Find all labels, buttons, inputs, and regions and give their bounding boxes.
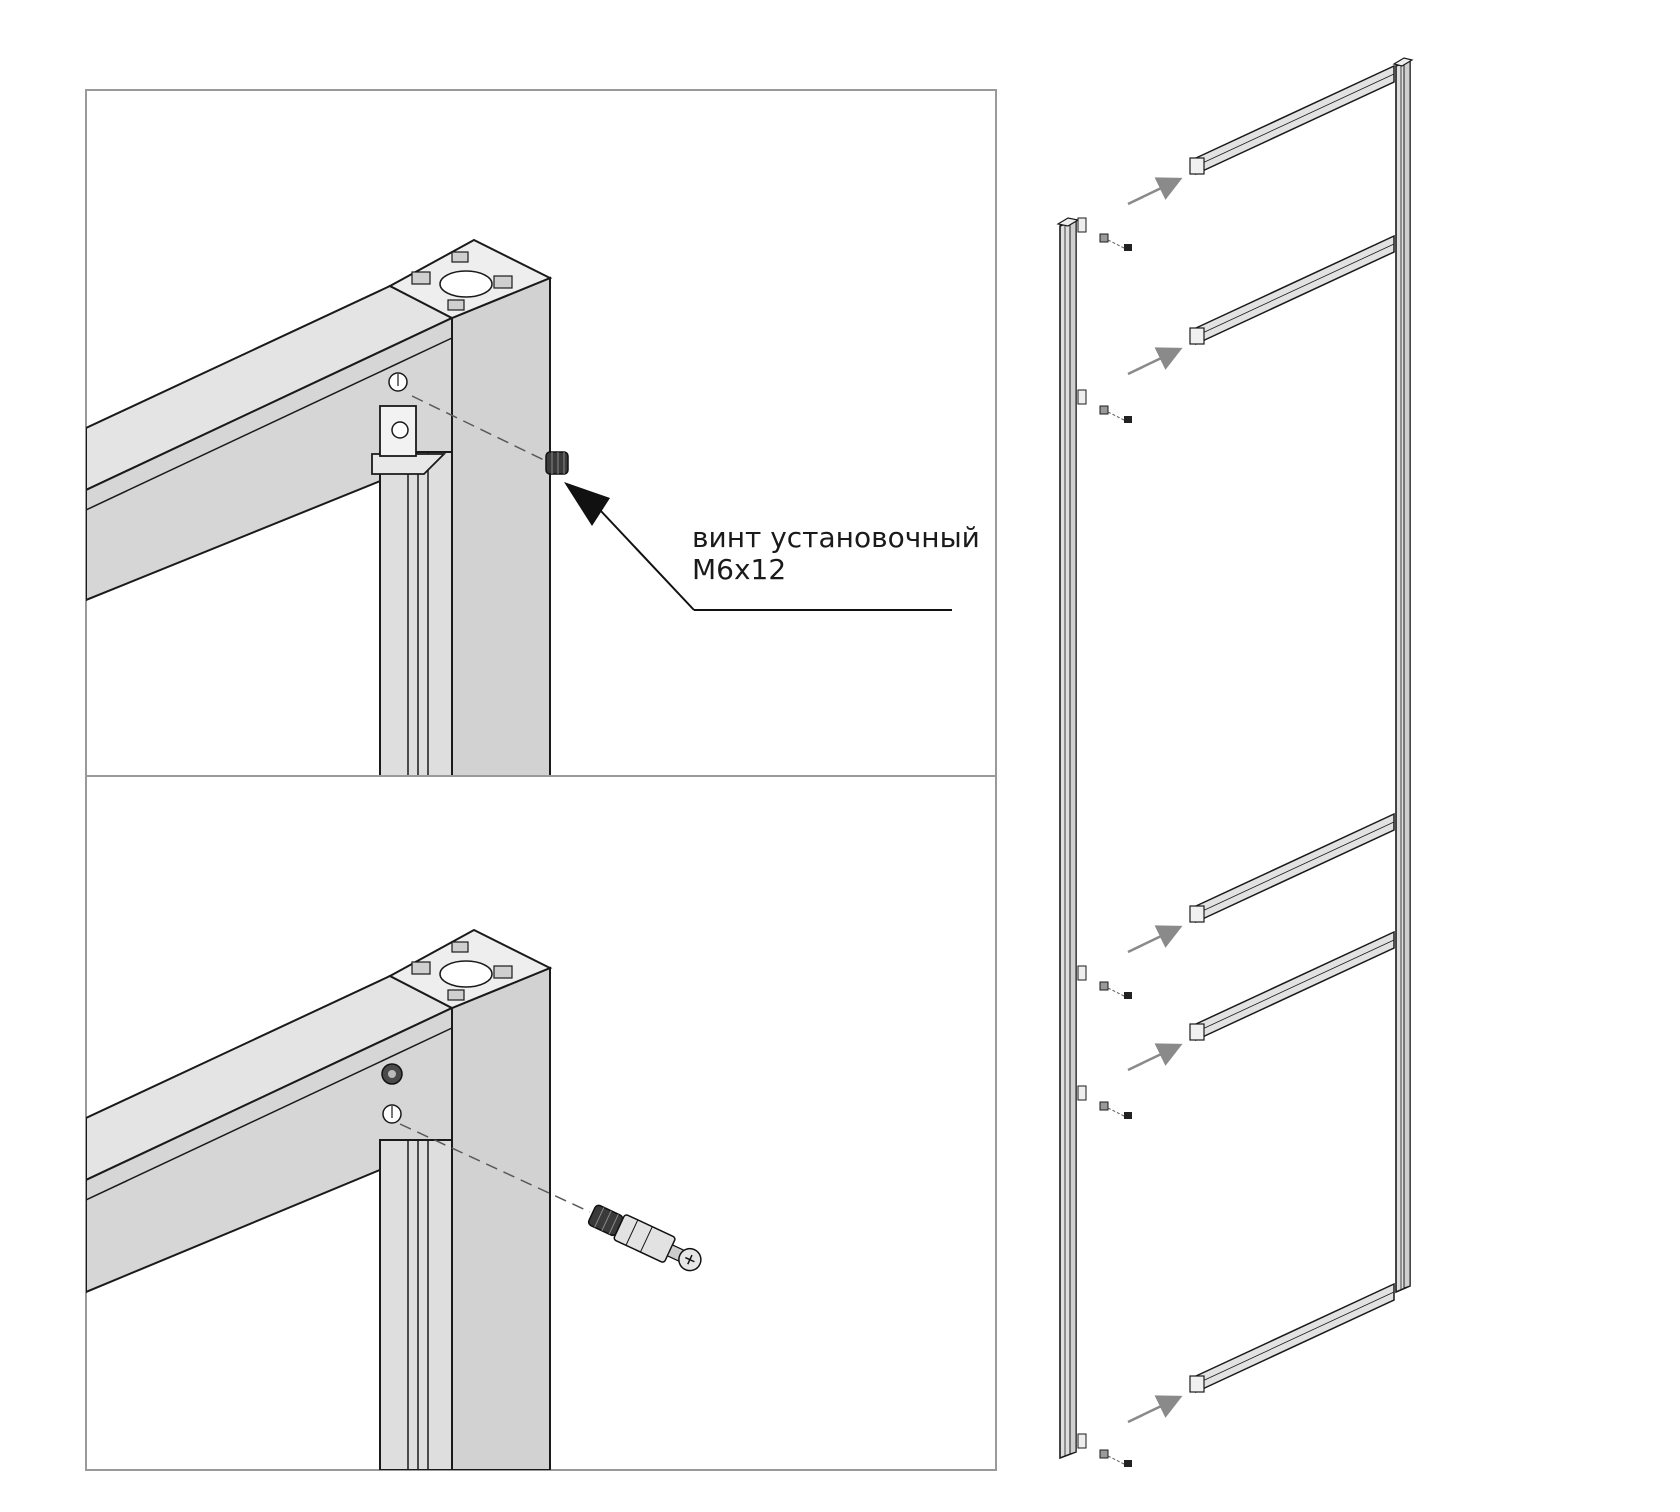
bracket-set-4 [1077, 1085, 1132, 1119]
beam-hole-lower [382, 1104, 402, 1124]
set-screw [545, 451, 569, 475]
exploded-frame [1056, 57, 1414, 1467]
crossbar-1 [1189, 64, 1395, 176]
callout-label-part: винт установочный [692, 521, 980, 554]
detail-panel-bottom [85, 775, 997, 1471]
callout-label-size: M6x12 [692, 553, 787, 586]
left-upright [1056, 217, 1080, 1460]
right-upright [1392, 57, 1414, 1294]
bracket-set-3 [1077, 965, 1132, 999]
assembly-arrow-2 [1127, 347, 1183, 376]
corner-bracket [371, 405, 447, 475]
callout-leader [564, 482, 952, 611]
beam-hole [388, 372, 408, 392]
assembly-arrow-4 [1127, 1043, 1183, 1072]
connector-bolt [587, 1204, 702, 1272]
crossbar-3 [1189, 812, 1395, 924]
crossbar-2 [1189, 234, 1395, 346]
bracket-set-2 [1077, 389, 1132, 423]
crossbar-5 [1189, 1282, 1395, 1394]
assembly-arrow-3 [1127, 925, 1183, 954]
bracket-set-5 [1077, 1433, 1132, 1467]
assembly-arrow-5 [1127, 1395, 1183, 1424]
bracket-set-1 [1077, 217, 1132, 251]
assembly-arrow-1 [1127, 177, 1183, 206]
crossbar-4 [1189, 930, 1395, 1042]
detail-panel-top [85, 89, 997, 777]
installed-screw [381, 1063, 403, 1085]
